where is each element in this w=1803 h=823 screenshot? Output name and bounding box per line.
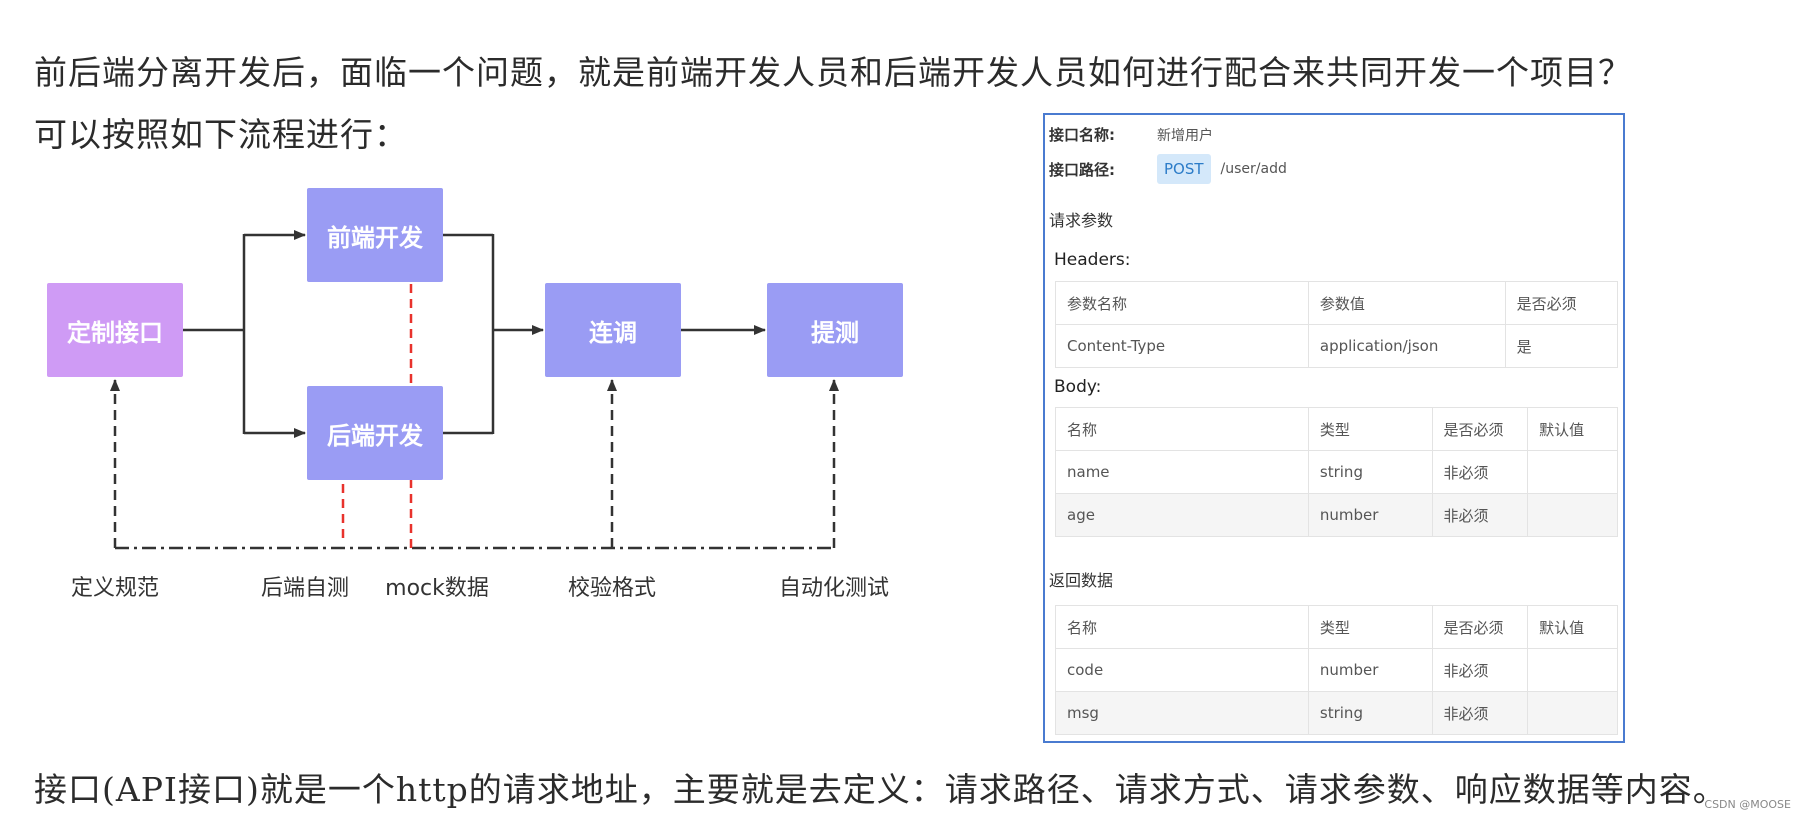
api-name-value: 新增用户 (1157, 127, 1213, 144)
request-params-title: 请求参数 (1049, 211, 1114, 230)
table-cell: name (1055, 450, 1309, 494)
table-header-cell: 默认值 (1527, 605, 1618, 649)
diagram-connectors (110, 230, 839, 550)
table-cell (1527, 493, 1618, 537)
table-cell: 非必须 (1431, 691, 1529, 735)
api-path-value: /user/add (1220, 161, 1287, 177)
method-badge: POST (1157, 154, 1211, 184)
table-cell: string (1307, 691, 1433, 735)
node-frontend-dev: 前端开发 (307, 188, 443, 282)
table-cell: 非必须 (1431, 648, 1529, 692)
label-auto-test: 自动化测试 (778, 576, 890, 601)
label-self-test: 后端自测 (260, 576, 350, 601)
table-header-cell: 是否必须 (1431, 407, 1529, 451)
intro-line-1: 前后端分离开发后，面临一个问题，就是前端开发人员和后端开发人员如何进行配合来共同… (34, 53, 1632, 92)
footer-text: 接口(API接口)就是一个http的请求地址，主要就是去定义：请求路径、请求方式… (34, 770, 1727, 809)
api-name-label: 接口名称: (1049, 126, 1115, 144)
api-doc-panel: 接口名称: 新增用户 接口路径: POST /user/add 请求参数 Hea… (1043, 113, 1625, 743)
table-cell: 非必须 (1431, 493, 1529, 537)
table-header-cell: 默认值 (1527, 407, 1618, 451)
table-cell (1527, 648, 1618, 692)
node-joint-debug: 连调 (545, 283, 681, 377)
node-backend-dev: 后端开发 (307, 386, 443, 480)
table-cell: application/json (1307, 324, 1506, 368)
headers-title: Headers: (1054, 250, 1131, 270)
table-cell (1527, 691, 1618, 735)
table-cell: number (1307, 648, 1433, 692)
table-header-cell: 名称 (1055, 407, 1309, 451)
api-path-label: 接口路径: (1049, 160, 1115, 179)
table-cell: age (1055, 493, 1309, 537)
table-cell: number (1307, 493, 1433, 537)
table-cell: code (1055, 648, 1309, 692)
table-header-cell: 参数值 (1307, 281, 1506, 325)
table-cell: msg (1055, 691, 1309, 735)
node-submit-test: 提测 (767, 283, 903, 377)
intro-line-2: 可以按照如下流程进行： (34, 115, 408, 154)
table-header-row: 名称类型是否必须默认值 (1055, 407, 1618, 451)
table-header-cell: 类型 (1307, 407, 1433, 451)
table-header-cell: 是否必须 (1431, 605, 1529, 649)
body-title: Body: (1054, 377, 1102, 397)
label-mock: mock数据 (385, 576, 489, 601)
label-validate: 校验格式 (567, 576, 657, 601)
node-define-interface: 定制接口 (47, 283, 183, 377)
table-cell: Content-Type (1055, 324, 1309, 368)
table-header-row: 参数名称参数值是否必须 (1055, 281, 1619, 325)
table-header-cell: 类型 (1307, 605, 1433, 649)
table-cell (1527, 450, 1618, 494)
table-header-row: 名称类型是否必须默认值 (1055, 605, 1618, 649)
response-title: 返回数据 (1049, 571, 1114, 590)
table-header-cell: 是否必须 (1504, 281, 1619, 325)
api-path-row: 接口路径: POST /user/add (1049, 154, 1287, 184)
workflow-diagram: 定制接口 前端开发 后端开发 连调 提测 定义规范 后端自测 mock数据 校验… (0, 170, 930, 620)
table-header-cell: 名称 (1055, 605, 1309, 649)
api-name-row: 接口名称: 新增用户 (1049, 124, 1213, 145)
table-cell: string (1307, 450, 1433, 494)
label-spec: 定义规范 (70, 576, 160, 601)
table-header-cell: 参数名称 (1055, 281, 1309, 325)
table-cell: 是 (1504, 324, 1619, 368)
table-cell: 非必须 (1431, 450, 1529, 494)
watermark: CSDN @MOOSE (1704, 798, 1791, 811)
